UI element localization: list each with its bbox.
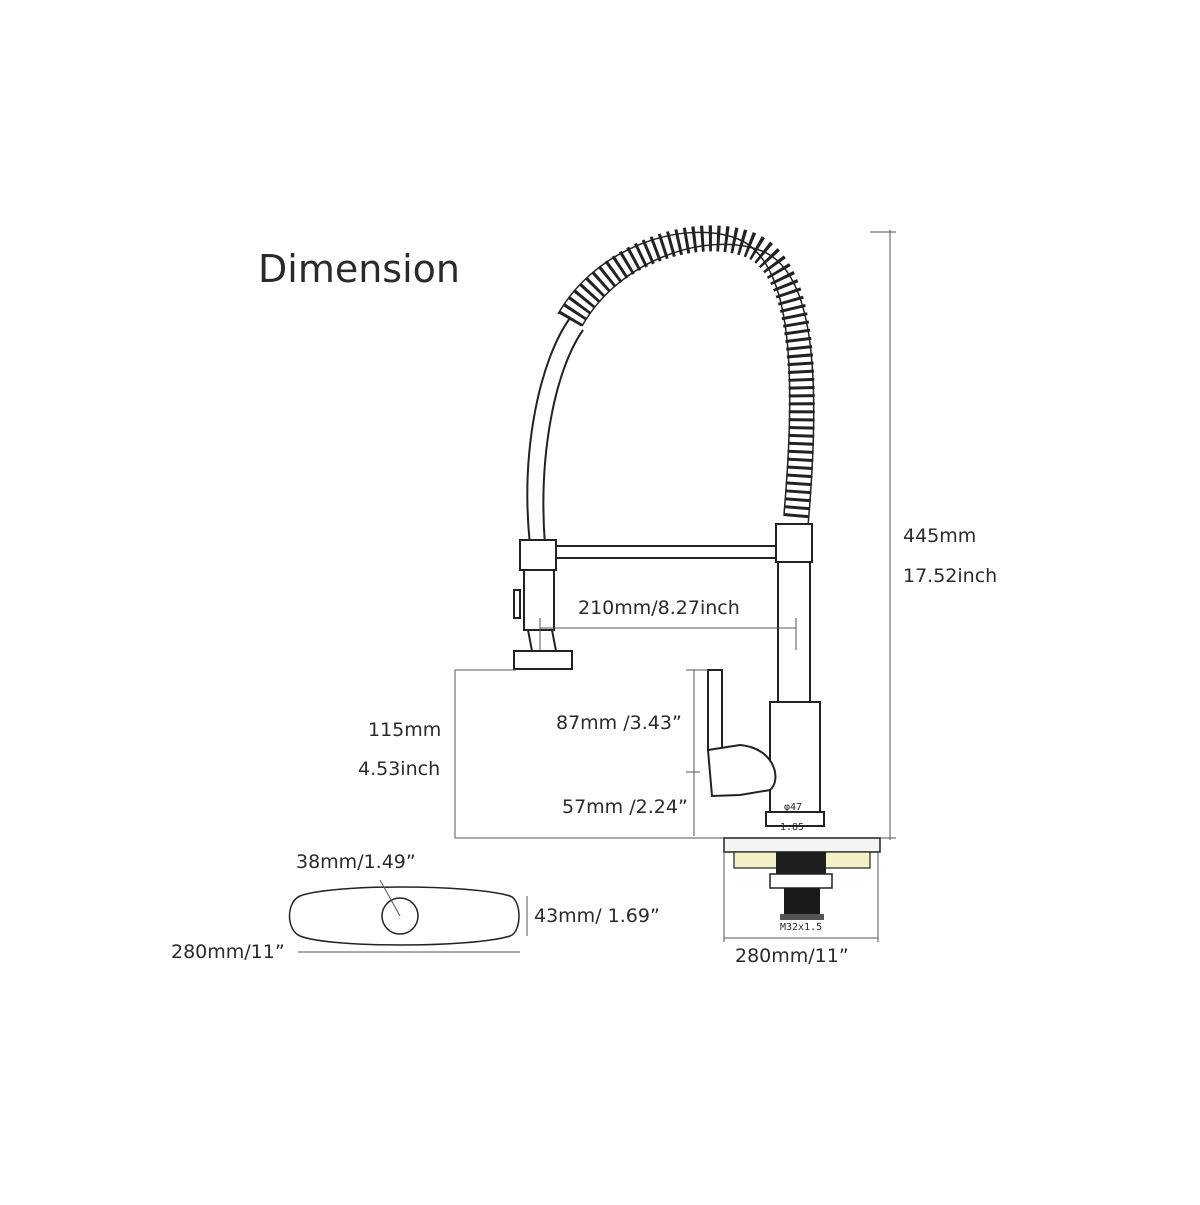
deck-plate-side-view: M32x1.5 280mm/11ˮ [723,837,881,967]
total-height-mm-label: 445mm [903,525,976,547]
diagram-title: Dimension [258,247,460,291]
base-diameter-top-label: φ47 [784,802,802,813]
base-diameter-bottom-label: 1.85 [780,822,804,833]
faucet-drawing [513,225,825,827]
deck-plate-top-view: 38mm/1.49ˮ 43mm/ 1.69ˮ 280mm/11ˮ [171,851,660,963]
total-height-inch-label: 17.52inch [903,565,997,587]
deck-width-left-label: 280mm/11ˮ [171,941,285,963]
deck-hole-label: 38mm/1.49ˮ [296,851,416,873]
thread-label: M32x1.5 [780,922,822,933]
reach-label: 210mm/8.27inch [578,597,740,619]
deck-width-right-label: 280mm/11ˮ [735,945,849,967]
spout-clearance-dimension: 115mm 4.53inch [358,669,770,839]
spout-clearance-inch-label: 4.53inch [358,758,440,780]
spout-clearance-mm-label: 115mm [368,719,441,741]
handle-top-label: 87mm /3.43ˮ [556,712,682,734]
deck-height-label: 43mm/ 1.69ˮ [534,905,660,927]
total-height-dimension: 445mm 17.52inch [870,230,997,840]
handle-height-dimension: 87mm /3.43ˮ 57mm /2.24ˮ [556,669,708,836]
reach-dimension: 210mm/8.27inch [539,597,797,650]
handle-bottom-label: 57mm /2.24ˮ [562,796,688,818]
